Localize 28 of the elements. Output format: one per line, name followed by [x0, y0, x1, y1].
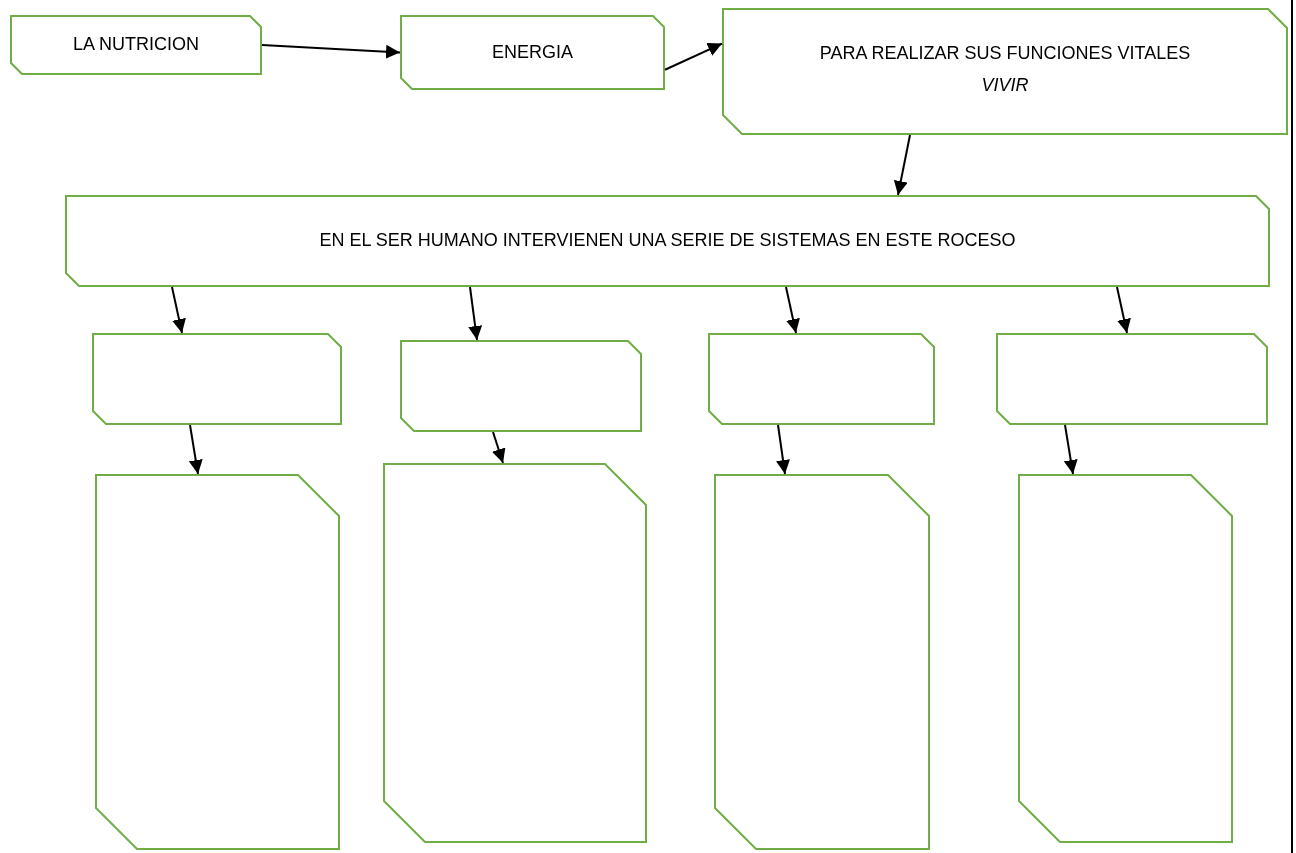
process-box — [10, 15, 262, 75]
arrow — [776, 424, 790, 475]
arrow — [664, 42, 723, 71]
node-text: LA NUTRICION — [73, 33, 199, 57]
node-text: PARA REALIZAR SUS FUNCIONES VITALES — [819, 42, 1191, 65]
arrow — [188, 424, 203, 475]
process-box — [722, 8, 1288, 135]
arrow — [492, 431, 506, 464]
arrow — [261, 44, 401, 59]
arrow — [171, 286, 186, 334]
node-text: EN EL SER HUMANO INTERVIENEN UNA SERIE DE SISTEMAS EN ESTE ROCESO — [319, 229, 1016, 253]
node-subtext: VIVIR — [981, 73, 1029, 97]
empty-box — [92, 333, 342, 425]
empty-box — [383, 463, 647, 843]
empty-box — [714, 474, 930, 850]
node-text: ENERGIA — [492, 40, 573, 64]
empty-box — [400, 340, 642, 432]
empty-box — [996, 333, 1268, 425]
arrow — [468, 286, 483, 341]
process-box — [400, 15, 665, 90]
arrow — [1116, 286, 1131, 334]
arrow — [1063, 424, 1078, 475]
empty-box — [708, 333, 935, 425]
arrow — [785, 286, 800, 334]
empty-box — [1018, 474, 1233, 843]
arrow — [893, 134, 911, 196]
process-box — [65, 195, 1270, 287]
empty-box — [95, 474, 340, 850]
